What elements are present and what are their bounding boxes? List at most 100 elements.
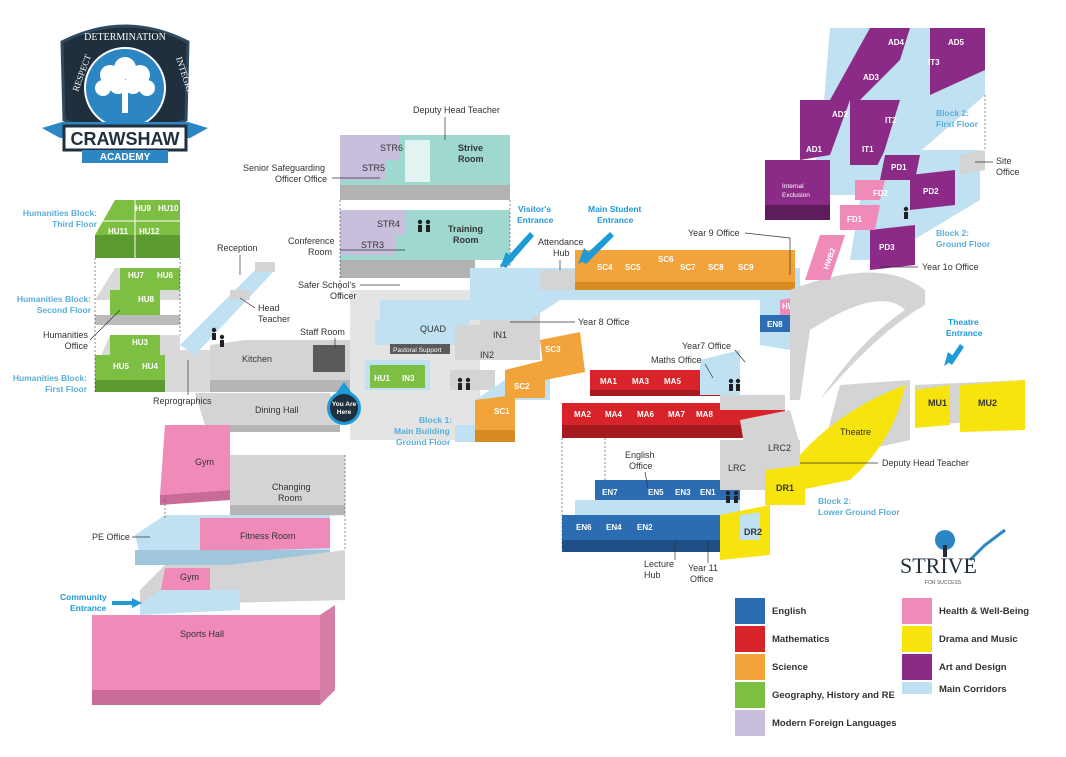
room-sc5: SC5 [625, 263, 641, 272]
label-humanities-office-1: Humanities [43, 330, 89, 340]
legend-label: Art and Design [939, 662, 1007, 673]
room-in1: IN1 [493, 330, 507, 340]
room-fd1: FD1 [847, 215, 863, 224]
label-block2-first-2: First Floor [936, 119, 979, 129]
room-internal-exclusion-2: Exclusion [782, 192, 810, 199]
label-main-student-2: Entrance [597, 215, 634, 225]
room-pd2: PD2 [923, 187, 939, 196]
room-changing-1: Changing [272, 482, 311, 492]
humanities-block: HU9 HU10 HU11 HU12 HU7 HU6 HU8 HU3 HU5 H… [94, 200, 210, 392]
room-strive-1: Strive [458, 143, 483, 153]
label-humanities-first-2: First Floor [45, 384, 88, 394]
room-training-1: Training [448, 224, 483, 234]
label-lecture-hub-2: Hub [644, 570, 661, 580]
label-community-entrance-2: Entrance [70, 603, 107, 613]
toilet-icon [728, 378, 741, 391]
room-pd1: PD1 [891, 163, 907, 172]
label-humanities-second-2: Second Floor [37, 305, 92, 315]
label-maths-office: Maths Office [651, 355, 701, 365]
room-lrc: LRC [728, 463, 747, 473]
toilet-icon [457, 377, 471, 390]
legend-swatch [735, 598, 765, 624]
label-year8-office: Year 8 Office [578, 317, 630, 327]
label-block2-lower-2: Lower Ground Floor [818, 507, 900, 517]
room-lrc2: LRC2 [768, 443, 791, 453]
label-humanities-third-2: Third Floor [52, 219, 98, 229]
room-mu1: MU1 [928, 398, 947, 408]
label-theatre-entrance-2: Entrance [946, 328, 983, 338]
room-en6: EN6 [576, 523, 592, 532]
label-block1-1: Block 1: [419, 415, 452, 425]
room-ad1: AD1 [806, 145, 823, 154]
room-dr2: DR2 [744, 527, 762, 537]
legend-swatch [902, 598, 932, 624]
legend-swatch [735, 654, 765, 680]
label-theatre-entrance-1: Theatre [948, 317, 979, 327]
room-en1: EN1 [700, 488, 716, 497]
room-gym: Gym [195, 457, 214, 467]
legend-label: Geography, History and RE [772, 690, 895, 701]
room-ma5: MA5 [664, 377, 681, 386]
room-en4: EN4 [606, 523, 622, 532]
room-sc7: SC7 [680, 263, 696, 272]
room-dining-hall: Dining Hall [255, 405, 299, 415]
label-deputy-head-bottom: Deputy Head Teacher [882, 458, 969, 468]
room-hu9: HU9 [135, 204, 152, 213]
room-ma4: MA4 [605, 410, 622, 419]
sports-block: Gym Changing Room Fitness Room Gym Sport… [92, 425, 346, 705]
room-hu12: HU12 [139, 227, 160, 236]
drama-block: Theatre DR1 DR2 MU1 MU2 [720, 272, 1025, 560]
label-pe-office: PE Office [92, 532, 130, 542]
room-ad4: AD4 [888, 38, 905, 47]
room-ma2: MA2 [574, 410, 591, 419]
you-are-here-marker: You Are Here [327, 382, 361, 425]
label-humanities-office-2: Office [65, 341, 88, 351]
room-ma6: MA6 [637, 410, 654, 419]
room-it2: IT2 [885, 116, 897, 125]
label-lecture-hub-1: Lecture [644, 559, 674, 569]
strive-tag: FOR SUCCESS [925, 580, 962, 586]
room-hu3: HU3 [132, 338, 149, 347]
room-strive-2: Room [458, 154, 484, 164]
label-staff-room: Staff Room [300, 327, 345, 337]
room-en5: EN5 [648, 488, 664, 497]
room-ad2: AD2 [832, 110, 849, 119]
room-it3: IT3 [928, 58, 940, 67]
strive-title: STRIVE [900, 553, 977, 578]
legend-label: Modern Foreign Languages [772, 718, 897, 729]
label-year9-office: Year 9 Office [688, 228, 740, 238]
room-gym2: Gym [180, 572, 199, 582]
room-fd2: FD2 [873, 189, 889, 198]
label-attendance-2: Hub [553, 248, 570, 258]
room-hu1: HU1 [374, 374, 391, 383]
logo-top-text: DETERMINATION [84, 32, 166, 43]
legend-label: Drama and Music [939, 634, 1018, 645]
room-internal-exclusion-1: Internal [782, 183, 804, 190]
room-en3: EN3 [675, 488, 691, 497]
toilet-icon [417, 219, 431, 232]
room-ad3: AD3 [863, 73, 880, 82]
room-sc4: SC4 [597, 263, 613, 272]
room-hu6: HU6 [157, 271, 174, 280]
label-head-teacher-2: Teacher [258, 314, 290, 324]
room-it1: IT1 [862, 145, 874, 154]
room-in2: IN2 [480, 350, 494, 360]
label-block2-ground-1: Block 2: [936, 228, 969, 238]
crawshaw-academy-logo: DETERMINATION RESPECT INTEGRITY CRAWSHAW… [42, 24, 208, 163]
room-in3: IN3 [402, 374, 415, 383]
room-pastoral-support: Pastoral Support [393, 347, 442, 354]
room-hu5: HU5 [113, 362, 130, 371]
label-english-office-2: Office [629, 461, 652, 471]
logo-sub: ACADEMY [100, 152, 151, 163]
legend-swatch [902, 654, 932, 680]
legend-swatch [735, 626, 765, 652]
room-sc9: SC9 [738, 263, 754, 272]
label-community-entrance-1: Community [60, 592, 107, 602]
label-reprographics: Reprographics [153, 396, 212, 406]
room-str5: STR5 [362, 163, 385, 173]
label-block2-lower-1: Block 2: [818, 496, 851, 506]
legend-swatch [735, 710, 765, 736]
label-conference-1: Conference [288, 236, 335, 246]
label-main-student-1: Main Student [588, 204, 642, 214]
